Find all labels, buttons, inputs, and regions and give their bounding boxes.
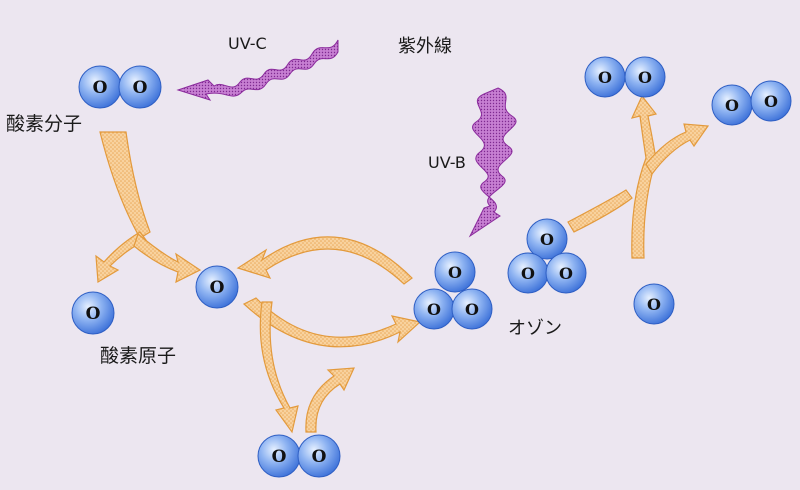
atom-symbol: O bbox=[764, 92, 778, 111]
oxygen-molecule-top-left: O O bbox=[78, 65, 162, 109]
atom-to-molecule-arrow bbox=[259, 301, 299, 434]
ozone-molecule-right: O O O bbox=[507, 218, 587, 294]
ozone-label: オゾン bbox=[508, 318, 562, 339]
split-arrow-trunk bbox=[99, 131, 151, 239]
ozone-molecule-center: O O O bbox=[413, 251, 493, 330]
molecule-rise-arrow bbox=[305, 367, 355, 433]
oxygen-atom-right: O bbox=[633, 283, 675, 325]
recombine-arrow-right bbox=[645, 123, 710, 176]
split-arrow-right bbox=[133, 232, 202, 284]
atom-symbol: O bbox=[93, 78, 108, 98]
atom-symbol: O bbox=[598, 68, 612, 87]
atom-symbol: O bbox=[272, 447, 287, 467]
oxygen-molecule-top-right-b: O O bbox=[711, 80, 792, 126]
oxygen-atom-left: O bbox=[71, 291, 115, 335]
atom-symbol: O bbox=[540, 230, 554, 249]
oxygen-molecule-top-right-a: O O bbox=[584, 56, 666, 98]
uv-label: 紫外線 bbox=[398, 36, 452, 57]
atom-symbol: O bbox=[638, 68, 652, 87]
atom-symbol: O bbox=[465, 300, 479, 319]
uv-c-label: UV-C bbox=[228, 34, 267, 53]
process-arrows bbox=[95, 94, 710, 434]
oxygen-atom-center: O bbox=[195, 265, 239, 309]
uv-b-wave bbox=[468, 87, 517, 238]
atom-symbol: O bbox=[448, 263, 462, 282]
atom-symbol: O bbox=[559, 264, 573, 283]
atom-symbol: O bbox=[725, 96, 739, 115]
uv-c-wave-icon bbox=[176, 39, 339, 101]
atom-symbol: O bbox=[312, 447, 327, 467]
oxygen-atom-label: 酸素原子 bbox=[100, 345, 176, 367]
atom-symbol: O bbox=[210, 278, 225, 298]
atom-symbol: O bbox=[133, 78, 148, 98]
uv-b-label: UV-B bbox=[428, 153, 466, 172]
uv-b-wave-icon bbox=[468, 87, 517, 238]
uv-c-wave bbox=[176, 39, 339, 101]
atom-symbol: O bbox=[427, 300, 441, 319]
oxygen-molecule-label: 酸素分子 bbox=[6, 113, 82, 135]
atom-symbol: O bbox=[521, 264, 535, 283]
atom-symbol: O bbox=[86, 304, 101, 324]
atom-symbol: O bbox=[647, 295, 661, 314]
oxygen-molecule-bottom: O O bbox=[257, 434, 341, 478]
ozone-to-atom-arrow bbox=[236, 236, 413, 285]
recombine-arrow-trunk bbox=[630, 94, 658, 259]
recombine-arrow-lower-left bbox=[567, 189, 633, 233]
